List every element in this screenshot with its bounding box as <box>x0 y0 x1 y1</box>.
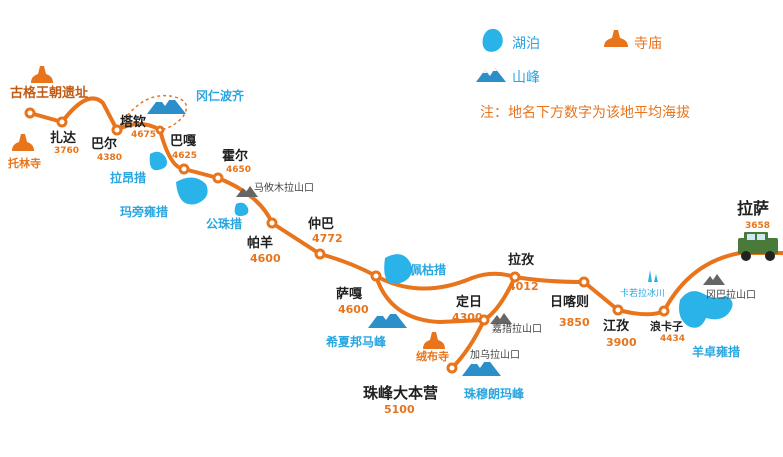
elev-zhongba: 4772 <box>312 232 343 245</box>
node-laang <box>178 163 190 175</box>
legend-note: 注：地名下方数字为该地平均海拔 <box>480 105 690 121</box>
legend-lake-label: 湖泊 <box>512 36 540 52</box>
node-gyantse <box>612 304 624 316</box>
label-huoer: 霍尔 <box>222 148 248 164</box>
node-shigatse <box>578 276 590 288</box>
mountain-shishapangma-icon <box>368 310 407 328</box>
pass-mayoumu-icon <box>236 186 258 197</box>
node-langkazi <box>658 305 670 317</box>
label-kailash: 冈仁波齐 <box>196 88 245 103</box>
label-gongzhu: 公珠措 <box>206 216 242 231</box>
mountain-legend-icon <box>476 68 506 82</box>
lake-peiku-icon <box>384 254 412 285</box>
temple-guge-icon <box>31 66 53 83</box>
elev-baga: 4625 <box>172 151 197 161</box>
node-huoer <box>212 172 224 184</box>
legend-temple-label: 寺庙 <box>634 36 662 52</box>
mountain-kailash-icon <box>147 96 186 114</box>
lake-laang-icon <box>149 151 167 171</box>
label-rongbuk: 绒布寺 <box>416 349 449 363</box>
label-baga: 巴嘎 <box>170 134 196 149</box>
lake-mapang-icon <box>176 177 208 205</box>
node-baer <box>111 124 123 136</box>
elev-langkazi: 4434 <box>660 334 685 344</box>
elev-payang: 4600 <box>250 252 281 265</box>
node-baga <box>155 125 165 135</box>
elev-saga: 4600 <box>338 303 369 316</box>
elev-zhada: 3760 <box>54 146 79 156</box>
node-saga <box>370 270 382 282</box>
label-yamdrok: 羊卓雍措 <box>692 344 740 359</box>
label-langkazi: 浪卡子 <box>650 319 683 333</box>
label-shishapangma: 希夏邦马峰 <box>325 334 387 349</box>
mountain-everest-icon <box>462 358 501 376</box>
elev-lazi: 4012 <box>508 280 539 293</box>
label-karola: 卡若拉冰川 <box>620 287 665 299</box>
main-route <box>28 96 783 317</box>
label-mapang: 玛旁雍措 <box>120 204 168 219</box>
label-baer: 巴尔 <box>91 136 117 152</box>
pass-gambala-icon <box>703 274 725 285</box>
temple-tuolin-icon <box>12 134 34 151</box>
label-gambala: 冈巴拉山口 <box>706 288 756 301</box>
node-payang <box>266 217 278 229</box>
node-zhada <box>56 116 68 128</box>
node-zhongba <box>314 248 326 260</box>
route-branch-saga-dingri <box>374 274 517 325</box>
node-lazi <box>509 271 521 283</box>
elev-huoer: 4650 <box>226 165 251 175</box>
label-guge: 古格王朝遗址 <box>10 85 88 101</box>
lake-legend-icon <box>482 28 503 52</box>
node-ebc <box>446 362 458 374</box>
jeep-icon <box>738 232 778 261</box>
elev-baer: 4380 <box>97 153 122 163</box>
route-nodes <box>24 107 670 374</box>
node-guge <box>24 107 36 119</box>
label-zhongba: 仲巴 <box>308 216 334 232</box>
lake-gongzhu-icon <box>234 202 249 216</box>
label-lazi: 拉孜 <box>508 252 535 268</box>
elev-dingri: 4300 <box>452 311 483 324</box>
label-gyantse: 江孜 <box>603 318 630 334</box>
elev-lhasa: 3658 <box>745 221 770 231</box>
elev-shigatse: 3850 <box>559 316 590 329</box>
legend: 湖泊 寺庙 山峰 注：地名下方数字为该地平均海拔 <box>476 28 690 121</box>
node-dingri <box>478 314 490 326</box>
lake-yamdrok-icon <box>679 291 733 328</box>
label-shigatse: 日喀则 <box>550 294 589 310</box>
label-peiku: 佩枯措 <box>410 262 446 277</box>
pass-karola-icon <box>648 270 658 282</box>
legend-peak-label: 山峰 <box>512 70 540 86</box>
label-mayoumu: 马攸木拉山口 <box>254 181 314 194</box>
label-ebc: 珠峰大本营 <box>363 384 438 402</box>
label-dingri: 定日 <box>455 294 482 310</box>
label-everest: 珠穆朗玛峰 <box>464 386 525 401</box>
temple-rongbuk-icon <box>423 332 445 349</box>
label-tuolin: 托林寺 <box>8 156 41 170</box>
elev-gyantse: 3900 <box>606 336 637 349</box>
label-payang: 帕羊 <box>247 235 273 251</box>
label-taqin: 塔钦 <box>120 114 146 130</box>
elev-taqin: 4675 <box>131 130 156 140</box>
label-laang: 拉昂措 <box>110 170 146 185</box>
label-zhada: 扎达 <box>50 130 76 146</box>
label-jiacuo: 嘉措拉山口 <box>492 322 542 335</box>
label-lhasa: 拉萨 <box>737 199 769 218</box>
label-jiawula: 加乌拉山口 <box>470 348 520 361</box>
temple-legend-icon <box>604 30 628 47</box>
elev-ebc: 5100 <box>384 403 415 416</box>
label-saga: 萨嘎 <box>336 286 362 302</box>
pass-jiacuo-icon <box>490 313 512 324</box>
